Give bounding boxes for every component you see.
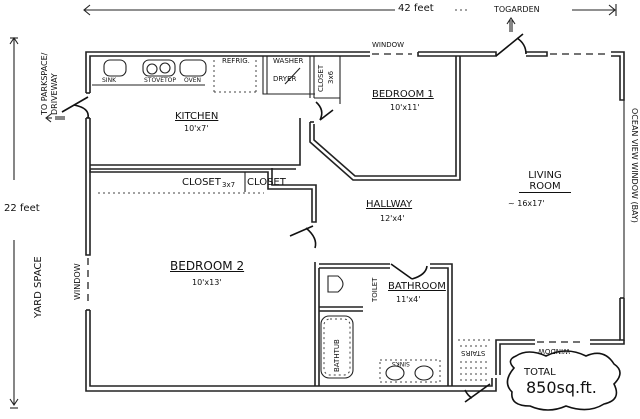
bedroom-2-name: BEDROOM 2 bbox=[170, 259, 245, 273]
stairs bbox=[458, 339, 492, 403]
refrigerator-label: REFRIG. bbox=[222, 57, 250, 65]
hallway-name: HALLWAY bbox=[366, 199, 413, 210]
kitchen-counter bbox=[92, 56, 341, 104]
stovetop-label: STOVETOP bbox=[144, 77, 176, 84]
bathtub-label: BATHTUB bbox=[333, 339, 341, 372]
yard-label: YARD SPACE bbox=[33, 256, 44, 318]
bathroom-walls bbox=[314, 262, 453, 386]
bedroom-1-size: 10'x11' bbox=[390, 103, 420, 112]
top-window-label: WINDOW bbox=[372, 41, 405, 49]
bedroom-1-name: BEDROOM 1 bbox=[372, 89, 434, 100]
width-label: 42 feet bbox=[398, 3, 434, 14]
closet-size-label: 3x7 bbox=[222, 181, 236, 189]
sinks-label: SINKS bbox=[392, 360, 410, 367]
left-window-label: WINDOW bbox=[73, 263, 82, 300]
bedroom-2-size: 10'x13' bbox=[192, 278, 222, 287]
living-room-name: LIVING ROOM bbox=[519, 170, 571, 193]
total-label: TOTAL bbox=[524, 367, 556, 378]
kitchen-door bbox=[61, 96, 90, 119]
closet-right-label: CLOSET bbox=[247, 177, 286, 188]
closet-left-label: CLOSET bbox=[182, 177, 221, 188]
parking-arrow-icon bbox=[45, 113, 65, 123]
bathroom-name: BATHROOM bbox=[388, 281, 446, 292]
living-room-size: ~ 16x17' bbox=[508, 199, 545, 208]
garden-arrow-icon bbox=[506, 17, 516, 32]
total-value: 850sq.ft. bbox=[526, 378, 597, 397]
height-dimension-line bbox=[9, 37, 19, 409]
exterior-walls bbox=[85, 51, 625, 392]
bedroom-1-walls bbox=[309, 56, 461, 181]
total-cloud bbox=[506, 350, 621, 411]
width-dimension-line bbox=[83, 4, 617, 16]
small-closet-label: CLOSET bbox=[317, 64, 325, 92]
bottom-window-label: WINDOW bbox=[538, 347, 571, 355]
oven-label: OVEN bbox=[184, 77, 202, 84]
bathroom-size: 11'x4' bbox=[396, 295, 421, 304]
ocean-window-label: OCEAN VIEW WINDOW (BAY) bbox=[630, 108, 639, 223]
height-label: 22 feet bbox=[4, 203, 40, 214]
parking-label: TO PARKSPACE/ DRIVEWAY bbox=[40, 52, 59, 115]
washer-label: WASHER bbox=[273, 57, 304, 65]
dryer-label: DRYER bbox=[273, 75, 297, 83]
garden-label: TOGARDEN bbox=[494, 5, 540, 14]
sink-label: SINK bbox=[102, 77, 117, 84]
stairs-label: STAIRS bbox=[461, 349, 486, 357]
toilet-label: TOILET bbox=[371, 277, 379, 302]
garden-door bbox=[495, 33, 527, 57]
hallway-size: 12'x4' bbox=[380, 214, 405, 223]
small-closet-size: 3x6 bbox=[327, 70, 335, 84]
kitchen-divider-walls bbox=[89, 118, 317, 249]
kitchen-size: 10'x7' bbox=[184, 124, 209, 133]
kitchen-name: KITCHEN bbox=[175, 111, 219, 122]
